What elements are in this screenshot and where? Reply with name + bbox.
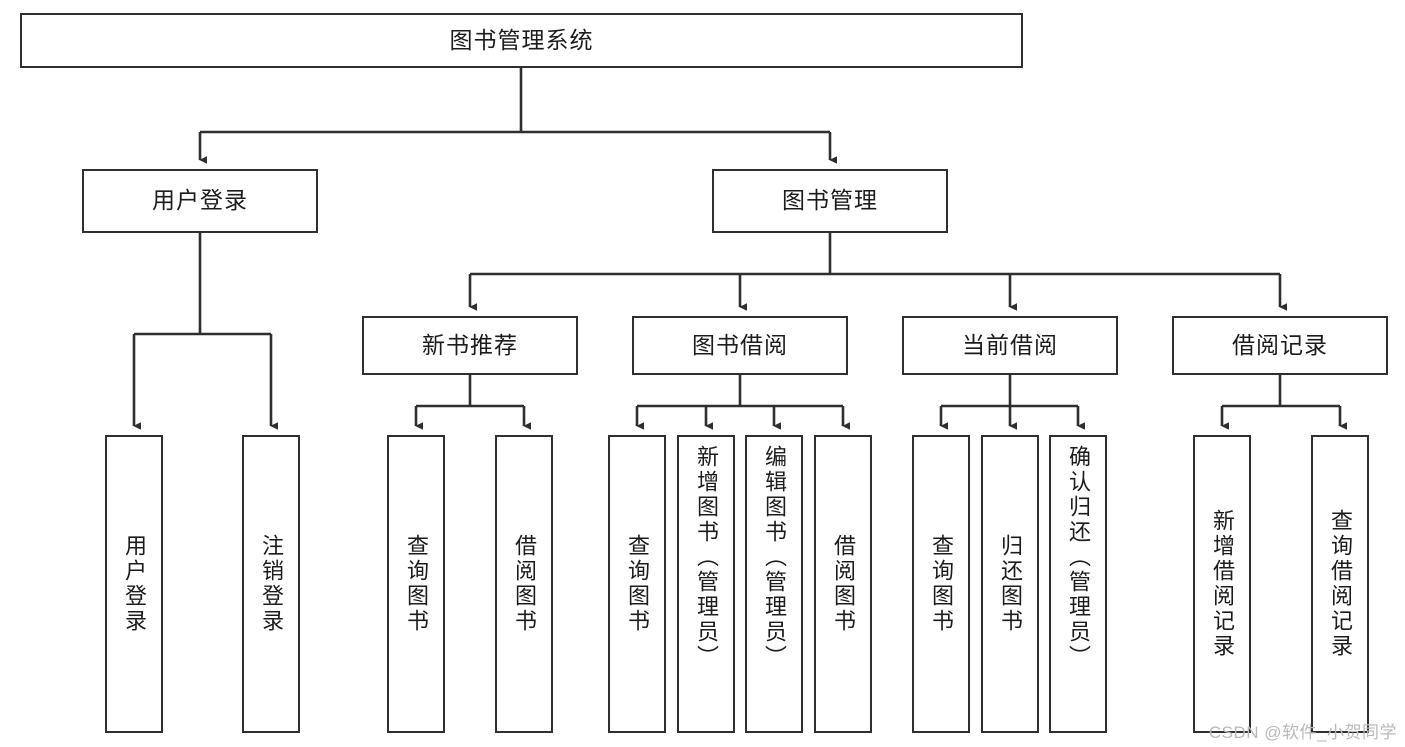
leaf-query-book-2-label: 查询图书	[625, 534, 650, 634]
leaf-query-book-3-label: 查询图书	[929, 534, 954, 634]
leaf-query-book-1[interactable]: 查询图书	[387, 435, 445, 733]
node-current-borrow[interactable]: 当前借阅	[902, 316, 1118, 375]
leaf-query-book-3[interactable]: 查询图书	[912, 435, 970, 733]
leaf-confirm-return-label: 确认归还（管理员）	[1066, 445, 1091, 670]
leaf-query-book-2[interactable]: 查询图书	[608, 435, 666, 733]
leaf-logout-label: 注销登录	[259, 534, 284, 634]
leaf-add-book-label: 新增图书（管理员）	[694, 445, 719, 670]
leaf-add-record-label: 新增借阅记录	[1210, 509, 1235, 659]
leaf-user-login-label: 用户登录	[122, 534, 147, 634]
leaf-borrow-book-1[interactable]: 借阅图书	[495, 435, 553, 733]
node-borrow-record[interactable]: 借阅记录	[1172, 316, 1388, 375]
leaf-borrow-book-2-label: 借阅图书	[831, 534, 856, 634]
node-new-book-rec-label: 新书推荐	[422, 331, 518, 358]
leaf-query-book-1-label: 查询图书	[404, 534, 429, 634]
leaf-return-book[interactable]: 归还图书	[981, 435, 1039, 733]
leaf-edit-book[interactable]: 编辑图书（管理员）	[745, 435, 803, 733]
leaf-borrow-book-2[interactable]: 借阅图书	[814, 435, 872, 733]
node-book-manage-label: 图书管理	[782, 187, 878, 214]
node-borrow-record-label: 借阅记录	[1232, 331, 1328, 358]
leaf-logout[interactable]: 注销登录	[242, 435, 300, 733]
node-book-manage[interactable]: 图书管理	[712, 169, 948, 233]
leaf-return-book-label: 归还图书	[998, 534, 1023, 634]
leaf-query-record-label: 查询借阅记录	[1328, 509, 1353, 659]
leaf-add-record[interactable]: 新增借阅记录	[1193, 435, 1251, 733]
leaf-borrow-book-1-label: 借阅图书	[512, 534, 537, 634]
leaf-add-book[interactable]: 新增图书（管理员）	[677, 435, 735, 733]
node-user-login[interactable]: 用户登录	[82, 169, 318, 233]
leaf-user-login[interactable]: 用户登录	[105, 435, 163, 733]
leaf-edit-book-label: 编辑图书（管理员）	[762, 445, 787, 670]
node-new-book-rec[interactable]: 新书推荐	[362, 316, 578, 375]
node-book-borrow-label: 图书借阅	[692, 331, 788, 358]
leaf-confirm-return[interactable]: 确认归还（管理员）	[1049, 435, 1107, 733]
node-current-borrow-label: 当前借阅	[962, 331, 1058, 358]
node-user-login-label: 用户登录	[152, 187, 248, 214]
node-book-borrow[interactable]: 图书借阅	[632, 316, 848, 375]
node-root-label: 图书管理系统	[449, 26, 594, 53]
leaf-query-record[interactable]: 查询借阅记录	[1311, 435, 1369, 733]
node-root[interactable]: 图书管理系统	[20, 13, 1023, 68]
